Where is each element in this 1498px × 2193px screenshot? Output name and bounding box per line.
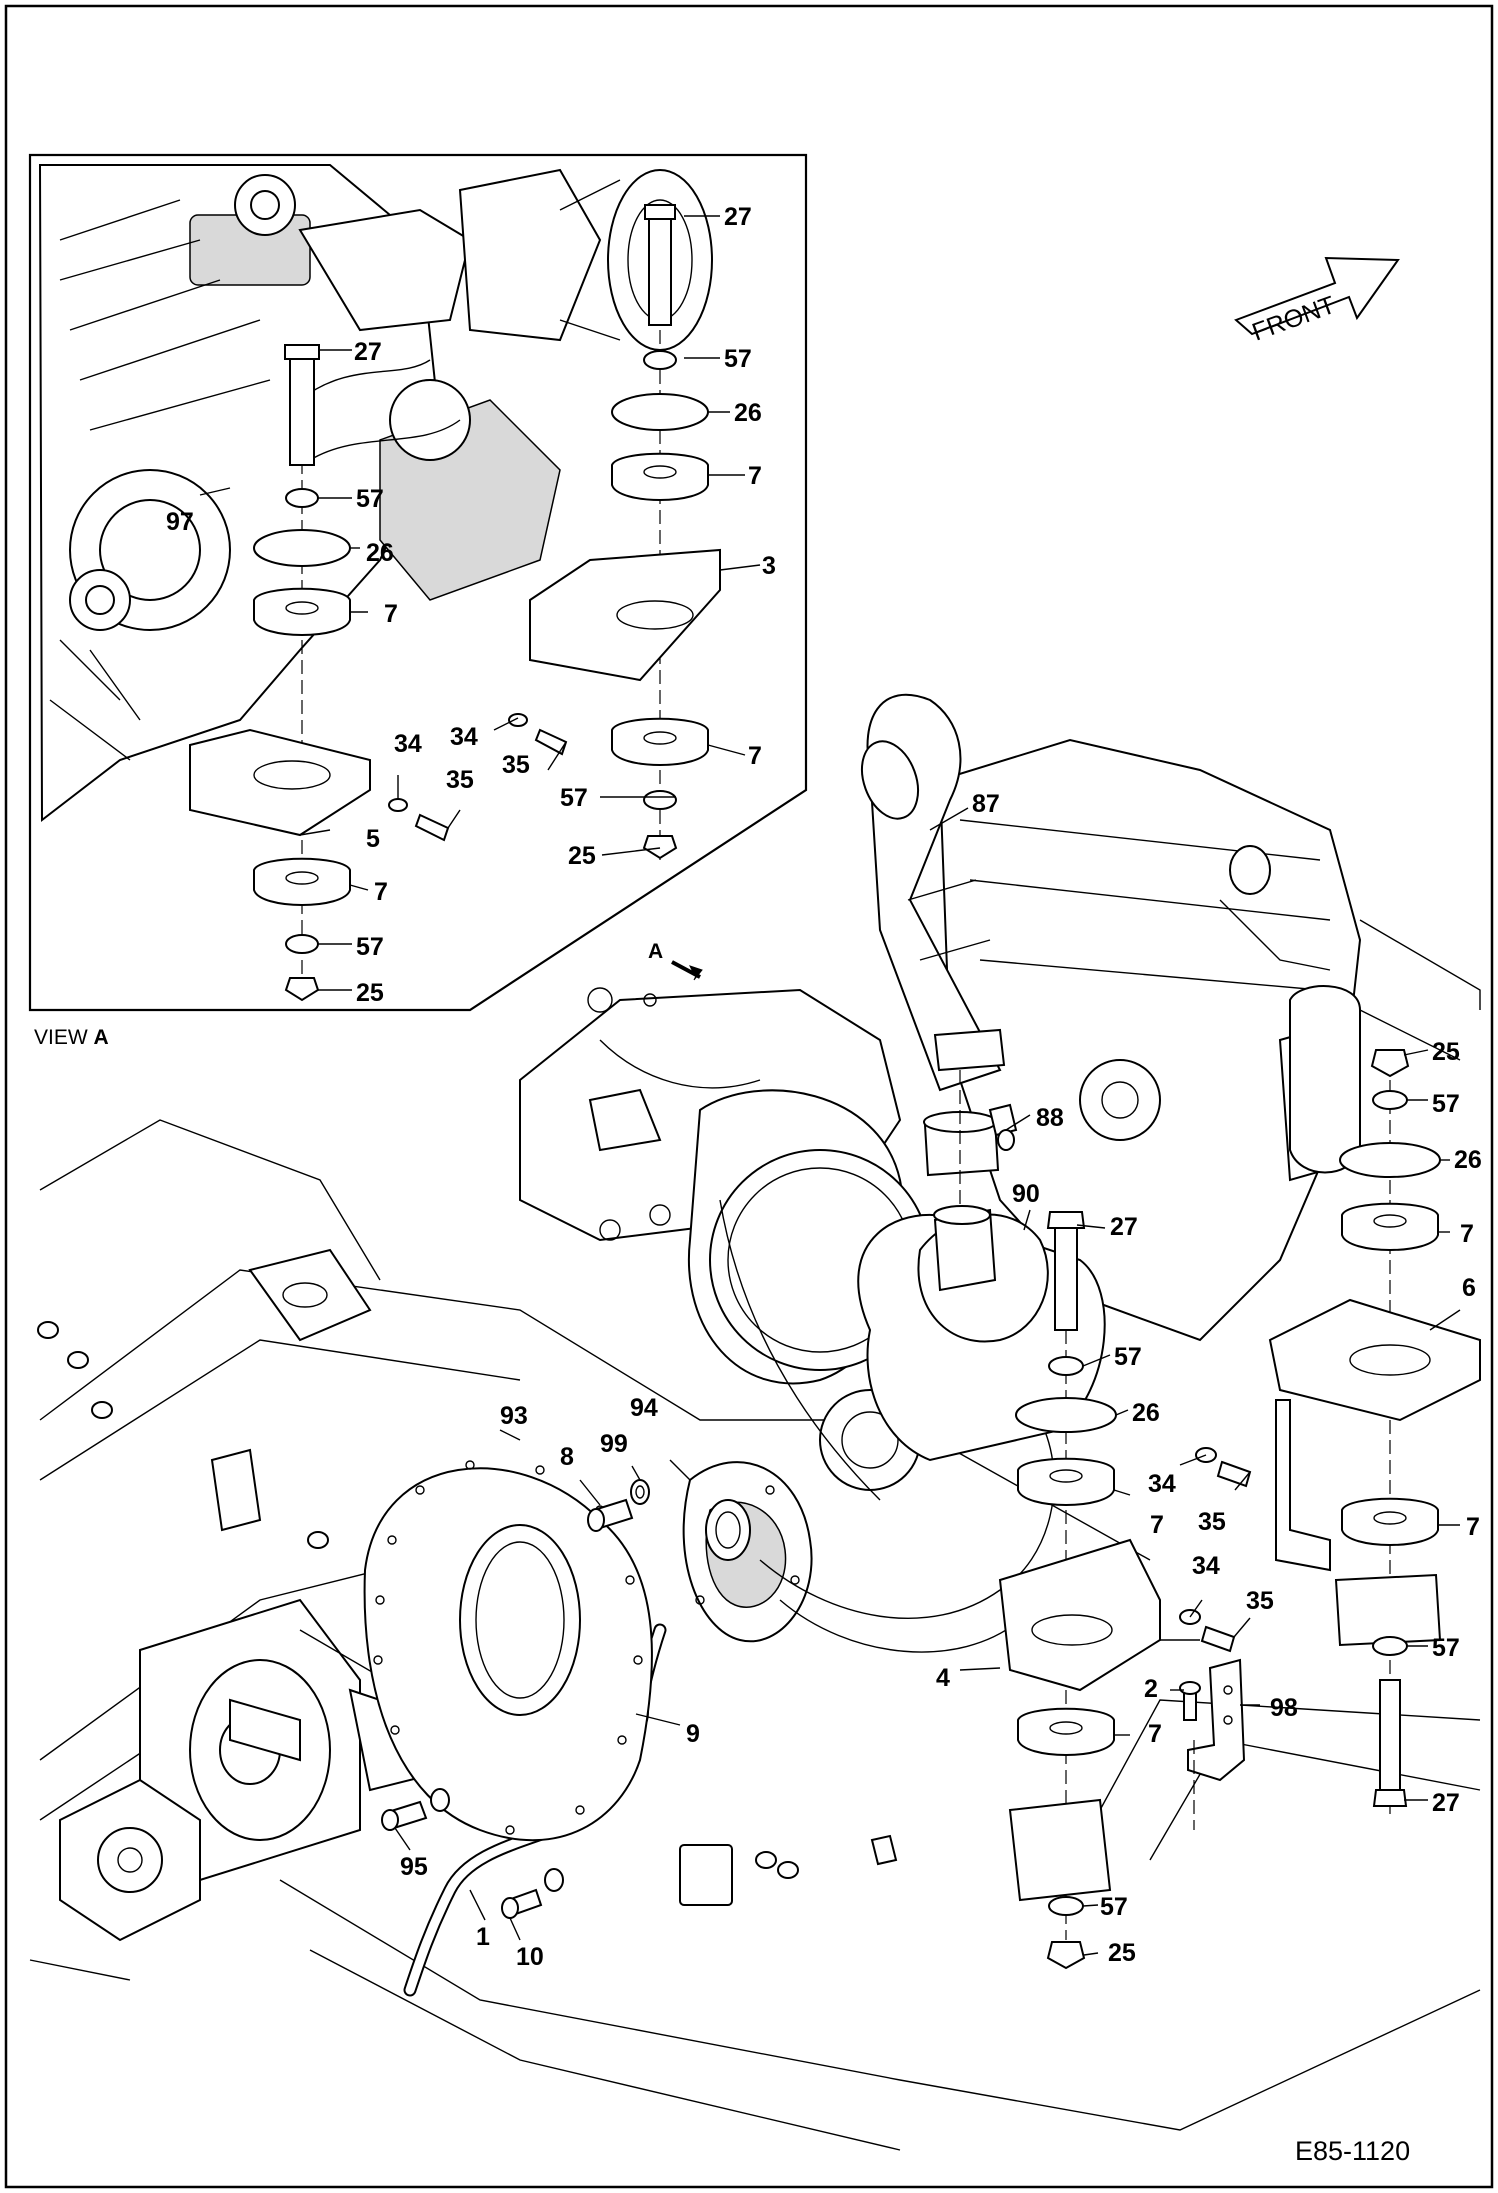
mount-stack-right (1268, 1049, 1481, 1820)
callout-7: 7 (748, 742, 762, 770)
callout-2: 2 (1144, 1675, 1158, 1703)
main-assembly (29, 693, 1481, 2151)
exhaust-pipe-87 (860, 693, 1006, 1092)
sheet-border (4, 4, 1494, 2189)
callout-8: 8 (560, 1443, 574, 1471)
callout-27: 27 (354, 338, 382, 366)
callout-93: 93 (500, 1402, 528, 1430)
housing-plate-93 (363, 1460, 653, 1842)
callout-57: 57 (724, 345, 752, 373)
callout-7: 7 (1150, 1511, 1164, 1539)
callout-90: 90 (1012, 1180, 1040, 1208)
callout-57: 57 (1100, 1893, 1128, 1921)
inset-left-mount (189, 344, 371, 1002)
callout-6: 6 (1462, 1274, 1476, 1302)
chassis-frame-drawing (29, 919, 1481, 2151)
drawing-code: E85-1120 (1295, 2136, 1410, 2166)
callout-1: 1 (476, 1923, 490, 1951)
view-prefix: VIEW (34, 1026, 88, 1049)
callout-57: 57 (356, 933, 384, 961)
callout-7: 7 (374, 878, 388, 906)
callout-34: 34 (1148, 1470, 1176, 1498)
main-leaders (394, 807, 1461, 1956)
inset-view-a (28, 153, 808, 1012)
callout-27: 27 (1110, 1213, 1138, 1241)
callout-35: 35 (1198, 1508, 1226, 1536)
callout-10: 10 (516, 1943, 544, 1971)
callout-5: 5 (366, 825, 380, 853)
callout-34: 34 (1192, 1552, 1220, 1580)
callout-25: 25 (568, 842, 596, 870)
callout-57: 57 (356, 485, 384, 513)
callout-25: 25 (1108, 1939, 1136, 1967)
callout-7: 7 (1466, 1513, 1480, 1541)
inset-right-mount (529, 204, 721, 860)
callout-35: 35 (1246, 1587, 1274, 1615)
callout-98: 98 (1270, 1694, 1298, 1722)
callout-26: 26 (1132, 1399, 1160, 1427)
callout-9: 9 (686, 1720, 700, 1748)
callout-26: 26 (1454, 1146, 1482, 1174)
callout-7: 7 (384, 600, 398, 628)
callout-3: 3 (762, 552, 776, 580)
callout-35: 35 (446, 766, 474, 794)
hardware-34-35-center (1179, 1447, 1252, 1653)
callout-25: 25 (1432, 1038, 1460, 1066)
bolts-95-10 (381, 1788, 564, 1919)
callout-7: 7 (748, 462, 762, 490)
callout-27: 27 (724, 203, 752, 231)
callout-26: 26 (366, 539, 394, 567)
engine-block-drawing (38, 164, 561, 823)
mount-stack-center (998, 1211, 1161, 1970)
callout-labels: 27 57 26 7 3 7 57 25 34 35 27 57 97 26 7… (166, 203, 1482, 1971)
callout-35: 35 (502, 751, 530, 779)
view-a-pointer-letter: A (648, 940, 663, 963)
clamp-88 (923, 1070, 1018, 1220)
callout-57: 57 (1114, 1343, 1142, 1371)
callout-97: 97 (166, 508, 194, 536)
callout-25: 25 (356, 979, 384, 1007)
callout-88: 88 (1036, 1104, 1064, 1132)
callout-99: 99 (600, 1430, 628, 1458)
callout-4: 4 (936, 1664, 950, 1692)
callout-57: 57 (1432, 1634, 1460, 1662)
inset-leaders (199, 215, 761, 991)
callout-57: 57 (1432, 1090, 1460, 1118)
intake-housing-drawing (458, 168, 713, 351)
view-a-pointer: A (648, 940, 703, 981)
bolt-2-bracket-98 (1179, 1658, 1246, 1830)
callout-87: 87 (972, 790, 1000, 818)
callout-7: 7 (1148, 1720, 1162, 1748)
callout-95: 95 (400, 1853, 428, 1881)
bolt-8-washer-99 (587, 1479, 650, 1532)
callout-7: 7 (1460, 1220, 1474, 1248)
view-caption: VIEW A (34, 1026, 109, 1049)
coupling-94 (682, 1461, 813, 1643)
view-letter: A (94, 1026, 109, 1049)
callout-34: 34 (450, 723, 478, 751)
callout-34: 34 (394, 730, 422, 758)
callout-26: 26 (734, 399, 762, 427)
inset-frame (28, 153, 808, 1012)
callout-94: 94 (630, 1394, 658, 1422)
callout-27: 27 (1432, 1789, 1460, 1817)
front-arrow: FRONT (1234, 256, 1400, 347)
engine-main-drawing (519, 738, 1362, 1653)
callout-57: 57 (560, 784, 588, 812)
muffler-90 (857, 1205, 1106, 1462)
